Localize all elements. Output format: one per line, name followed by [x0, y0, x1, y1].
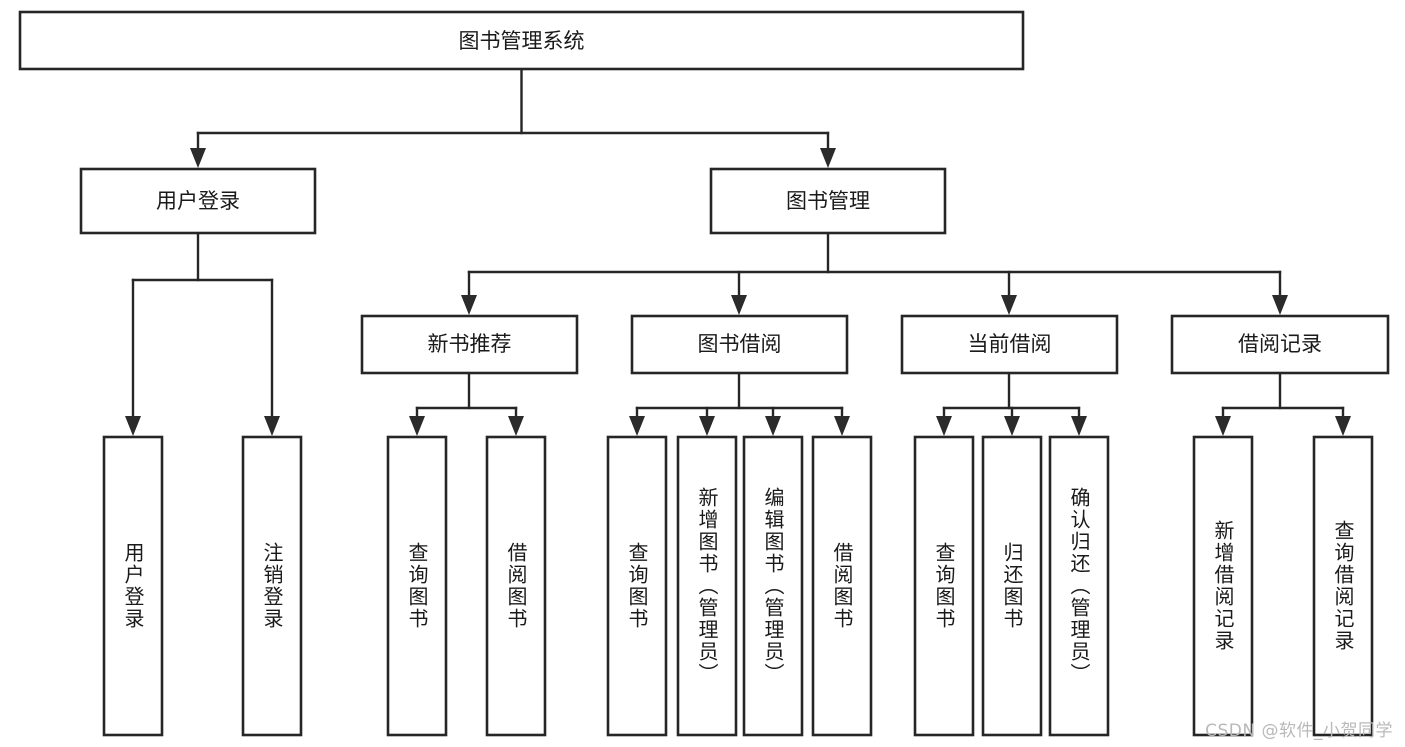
arrow-head-leaf-return-book: [1004, 416, 1020, 436]
arrow-head-leaf-logout: [264, 416, 280, 436]
node-leaf-borrow-book-2-label: 借阅图书: [830, 542, 854, 630]
node-leaf-query-book-2-box[interactable]: [606, 435, 668, 737]
node-leaf-add-record[interactable]: 新增借阅记录: [1192, 435, 1254, 737]
arrow-head-current-borrow: [1001, 295, 1017, 315]
node-leaf-user-login-box[interactable]: [102, 435, 164, 737]
arrow-head-leaf-borrow-book-1: [508, 416, 524, 436]
node-root-label: 图书管理系统: [459, 29, 585, 53]
node-leaf-logout-box[interactable]: [241, 435, 303, 737]
node-leaf-add-book[interactable]: 新增图书（管理员）: [676, 435, 738, 737]
node-book-manage[interactable]: 图书管理: [709, 167, 947, 235]
node-new-book-recommend-box[interactable]: [360, 314, 579, 375]
node-leaf-logout[interactable]: 注销登录: [241, 435, 303, 737]
arrow-head-leaf-edit-book: [765, 416, 781, 436]
node-book-borrow-label: 图书借阅: [698, 332, 782, 356]
node-user-login-label: 用户登录: [156, 189, 240, 213]
node-leaf-query-book-2[interactable]: 查询图书: [606, 435, 668, 737]
node-book-borrow[interactable]: 图书借阅: [630, 314, 849, 375]
node-leaf-return-book-box[interactable]: [981, 435, 1043, 737]
node-leaf-return-book[interactable]: 归还图书: [981, 435, 1043, 737]
node-root[interactable]: 图书管理系统: [18, 10, 1025, 71]
node-borrow-record-label: 借阅记录: [1238, 332, 1322, 356]
node-root-box[interactable]: [18, 10, 1025, 71]
csdn-watermark: CSDN @软件_小贺同学: [1205, 721, 1393, 741]
arrow-head-leaf-add-record: [1215, 416, 1231, 436]
node-leaf-confirm-return-box[interactable]: [1048, 435, 1110, 737]
arrow-head-leaf-confirm-return: [1071, 416, 1087, 436]
arrow-head-leaf-query-book-2: [629, 416, 645, 436]
node-leaf-query-book-1-box[interactable]: [386, 435, 448, 737]
node-leaf-query-book-3-box[interactable]: [913, 435, 975, 737]
node-leaf-borrow-book-1[interactable]: 借阅图书: [485, 435, 547, 737]
node-leaf-add-record-box[interactable]: [1192, 435, 1254, 737]
node-leaf-return-book-label: 归还图书: [1000, 542, 1024, 630]
node-leaf-confirm-return[interactable]: 确认归还（管理员）: [1048, 435, 1110, 737]
node-book-borrow-box[interactable]: [630, 314, 849, 375]
arrow-head-leaf-user-login: [125, 416, 141, 436]
node-leaf-borrow-book-2[interactable]: 借阅图书: [811, 435, 873, 737]
node-leaf-edit-book-box[interactable]: [742, 435, 804, 737]
node-user-login[interactable]: 用户登录: [79, 167, 317, 235]
arrow-head-book-borrow: [731, 295, 747, 315]
node-leaf-query-book-3-label: 查询图书: [932, 542, 956, 630]
node-leaf-query-record[interactable]: 查询借阅记录: [1312, 435, 1374, 737]
node-leaf-query-book-1[interactable]: 查询图书: [386, 435, 448, 737]
connector-layer: [125, 67, 1351, 436]
arrow-head-leaf-query-book-3: [936, 416, 952, 436]
node-leaf-logout-label: 注销登录: [260, 542, 284, 630]
node-leaf-borrow-book-2-box[interactable]: [811, 435, 873, 737]
node-leaf-query-record-box[interactable]: [1312, 435, 1374, 737]
node-leaf-borrow-book-1-box[interactable]: [485, 435, 547, 737]
node-leaf-edit-book-label: 编辑图书（管理员）: [761, 487, 785, 685]
node-leaf-add-book-box[interactable]: [676, 435, 738, 737]
node-new-book-recommend-label: 新书推荐: [428, 332, 512, 356]
node-user-login-box[interactable]: [79, 167, 317, 235]
node-leaf-edit-book[interactable]: 编辑图书（管理员）: [742, 435, 804, 737]
node-current-borrow[interactable]: 当前借阅: [900, 314, 1119, 375]
node-borrow-record[interactable]: 借阅记录: [1170, 314, 1390, 375]
node-leaf-confirm-return-label: 确认归还（管理员）: [1067, 487, 1091, 685]
arrow-head-leaf-query-book-1: [409, 416, 425, 436]
node-book-manage-label: 图书管理: [786, 189, 870, 213]
arrow-head-new-book-recommend: [461, 295, 477, 315]
arrow-head-book-manage: [820, 148, 836, 168]
node-current-borrow-label: 当前借阅: [968, 332, 1052, 356]
node-borrow-record-box[interactable]: [1170, 314, 1390, 375]
node-leaf-query-book-3[interactable]: 查询图书: [913, 435, 975, 737]
node-leaf-add-record-label: 新增借阅记录: [1211, 520, 1235, 652]
node-leaf-user-login[interactable]: 用户登录: [102, 435, 164, 737]
arrow-head-borrow-record: [1272, 295, 1288, 315]
arrow-head-user-login: [190, 148, 206, 168]
node-leaf-query-book-2-label: 查询图书: [625, 542, 649, 630]
node-new-book-recommend[interactable]: 新书推荐: [360, 314, 579, 375]
node-leaf-borrow-book-1-label: 借阅图书: [504, 542, 528, 630]
node-leaf-user-login-label: 用户登录: [121, 542, 145, 630]
node-leaf-add-book-label: 新增图书（管理员）: [695, 487, 719, 685]
arrow-head-leaf-add-book: [699, 416, 715, 436]
node-book-manage-box[interactable]: [709, 167, 947, 235]
arrow-head-leaf-borrow-book-2: [834, 416, 850, 436]
node-leaf-query-book-1-label: 查询图书: [405, 542, 429, 630]
node-current-borrow-box[interactable]: [900, 314, 1119, 375]
arrow-head-leaf-query-record: [1335, 416, 1351, 436]
node-leaf-query-record-label: 查询借阅记录: [1331, 520, 1355, 652]
